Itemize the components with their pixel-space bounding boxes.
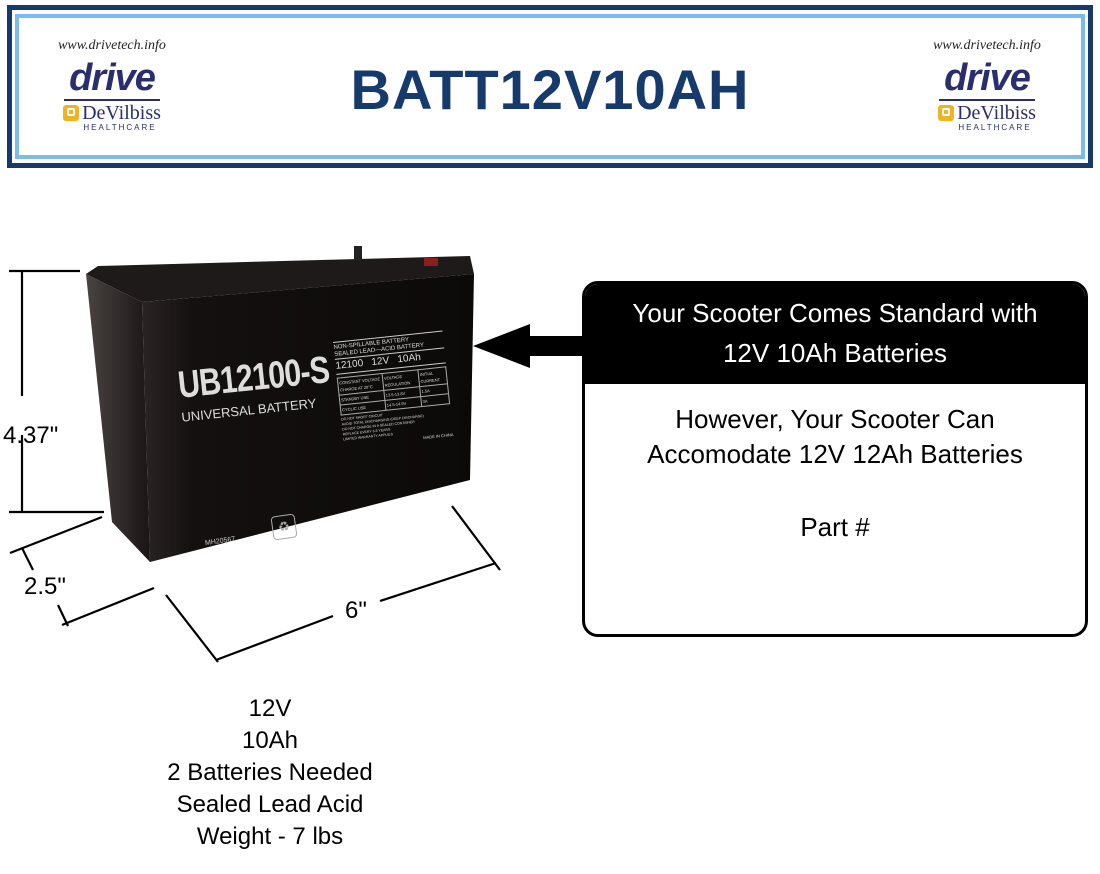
terminal-negative <box>354 246 362 260</box>
spec-capacity: 10Ah <box>241 727 299 754</box>
callout-body-line-1: However, Your Scooter Can <box>675 404 995 434</box>
drive-logo-right: www.drivetech.info drive DeVilbiss HEALT… <box>917 38 1057 148</box>
width-line-left <box>215 614 334 662</box>
depth-dimension-label: 2.5" <box>24 573 66 600</box>
devilbiss-mark-icon <box>938 105 955 121</box>
header-banner: www.drivetech.info drive DeVilbiss HEALT… <box>7 5 1093 168</box>
spec-quantity: 2 Batteries Needed <box>167 759 373 786</box>
height-dimension-label: 4.37" <box>3 422 59 449</box>
battery-front-face <box>142 274 474 562</box>
spec-weight: Weight - 7 lbs <box>196 823 344 850</box>
width-left-tick <box>165 594 219 663</box>
devilbiss-wordmark: DeVilbiss <box>957 102 1036 124</box>
width-dimension-label: 6" <box>345 597 367 624</box>
logo-drive-wordmark: drive <box>944 57 1031 99</box>
battery-specs: 12V 10Ah 2 Batteries Needed Sealed Lead … <box>100 693 440 853</box>
callout-header: Your Scooter Comes Standard with 12V 10A… <box>585 284 1085 384</box>
callout-header-line-2: 12V 10Ah Batteries <box>722 338 948 368</box>
battery-drawing <box>86 246 474 562</box>
depth-line-upper <box>21 547 34 571</box>
devilbiss-wordmark: DeVilbiss <box>82 102 161 124</box>
banner-inner-frame <box>15 14 1085 159</box>
callout-body-line-2: Accomodate 12V 12Ah Batteries <box>647 439 1023 469</box>
width-right-tick <box>451 505 501 571</box>
devilbiss-logo: DeVilbiss <box>917 103 1057 123</box>
callout-body: However, Your Scooter Can Accomodate 12V… <box>585 384 1085 545</box>
logo-divider <box>939 99 1035 101</box>
healthcare-tag: HEALTHCARE <box>83 123 157 132</box>
banner-outer-frame <box>7 5 1093 168</box>
battery-lid <box>86 256 474 302</box>
devilbiss-logo: DeVilbiss <box>42 103 182 123</box>
width-line-right <box>379 561 497 603</box>
terminal-positive <box>424 258 438 266</box>
part-number-label: Part # <box>800 512 870 542</box>
drive-logo-left: www.drivetech.info drive DeVilbiss HEALT… <box>42 38 182 148</box>
logo-drive-wordmark: drive <box>69 57 156 99</box>
callout-box: Your Scooter Comes Standard with 12V 10A… <box>582 281 1088 637</box>
logo-divider <box>64 99 160 101</box>
logo-url: www.drivetech.info <box>58 38 166 53</box>
battery-illustration: UB12100-S UNIVERSAL BATTERY NON-SPILLABL… <box>0 230 520 670</box>
spec-voltage: 12V <box>248 695 292 722</box>
depth-bottom-tick <box>61 586 155 627</box>
spec-type: Sealed Lead Acid <box>176 791 364 818</box>
devilbiss-mark-icon <box>63 105 80 121</box>
battery-side-face <box>86 274 150 562</box>
arrow-left-icon <box>473 324 590 368</box>
page-title: BATT12V10AH <box>350 58 750 121</box>
logo-url: www.drivetech.info <box>933 38 1041 53</box>
depth-top-tick <box>9 515 103 555</box>
healthcare-tag: HEALTHCARE <box>958 123 1032 132</box>
dimension-lines <box>9 269 501 663</box>
callout-header-line-1: Your Scooter Comes Standard with <box>632 298 1038 328</box>
